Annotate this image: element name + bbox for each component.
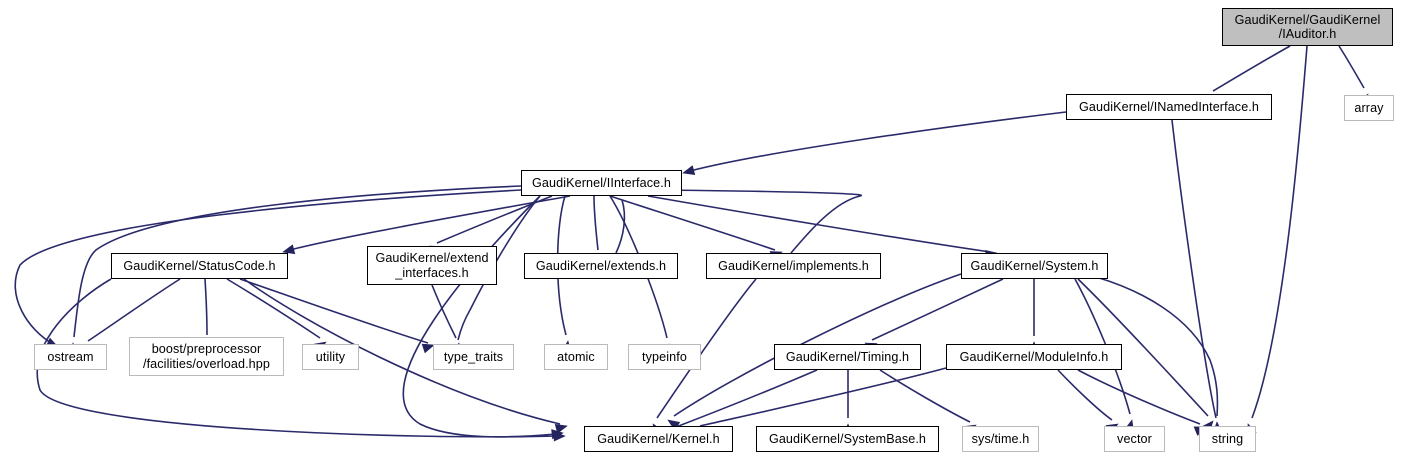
graph-node-iauditor[interactable]: GaudiKernel/GaudiKernel /IAuditor.h <box>1222 8 1393 46</box>
graph-node-label: GaudiKernel/extend _interfaces.h <box>375 251 489 280</box>
graph-node-system[interactable]: GaudiKernel/System.h <box>961 253 1108 279</box>
graph-node-label: boost/preprocessor /facilities/overload.… <box>142 342 270 371</box>
graph-edge-system-to-timing <box>864 278 1004 353</box>
graph-node-label: type_traits <box>443 349 504 364</box>
graph-edge-inamedinterface-to-iinterface <box>682 111 1067 175</box>
graph-node-typeinfo[interactable]: typeinfo <box>628 344 701 370</box>
graph-node-systime[interactable]: sys/time.h <box>962 426 1039 452</box>
graph-node-label: array <box>1354 100 1384 115</box>
graph-node-systembase[interactable]: GaudiKernel/SystemBase.h <box>756 426 939 452</box>
graph-node-vector[interactable]: vector <box>1104 426 1165 452</box>
graph-node-atomic[interactable]: atomic <box>544 344 608 370</box>
graph-edge-iinterface-to-implements <box>609 195 783 261</box>
graph-edge-iinterface-to-kernel <box>402 195 564 440</box>
graph-node-label: ostream <box>47 349 94 364</box>
graph-edge-timing-to-systime <box>879 369 977 436</box>
graph-node-extendinterfaces[interactable]: GaudiKernel/extend _interfaces.h <box>367 246 497 285</box>
graph-node-iinterface[interactable]: GaudiKernel/IInterface.h <box>521 170 682 196</box>
edge-arrowhead <box>421 343 435 354</box>
edge-arrowhead <box>551 429 564 440</box>
graph-node-label: GaudiKernel/extends.h <box>535 258 667 273</box>
graph-edge-iinterface-to-system <box>647 195 998 260</box>
graph-edge-iinterface-to-statuscode <box>282 195 571 255</box>
graph-node-label: GaudiKernel/GaudiKernel /IAuditor.h <box>1234 12 1381 41</box>
graph-edge-statuscode-to-kernel <box>243 278 568 434</box>
graph-node-label: GaudiKernel/implements.h <box>718 258 869 273</box>
graph-node-implements[interactable]: GaudiKernel/implements.h <box>706 253 881 279</box>
graph-node-timing[interactable]: GaudiKernel/Timing.h <box>774 344 921 370</box>
edge-arrowhead <box>554 424 568 434</box>
graph-node-boostoverload[interactable]: boost/preprocessor /facilities/overload.… <box>129 337 284 376</box>
graph-node-label: string <box>1211 431 1244 446</box>
graph-node-type_traits[interactable]: type_traits <box>433 344 514 370</box>
graph-node-label: sys/time.h <box>971 431 1030 446</box>
graph-node-inamedinterface[interactable]: GaudiKernel/INamedInterface.h <box>1066 94 1272 120</box>
edge-arrowhead <box>682 165 696 175</box>
graph-node-string[interactable]: string <box>1199 426 1256 452</box>
graph-node-label: GaudiKernel/Kernel.h <box>597 431 720 446</box>
graph-node-label: GaudiKernel/INamedInterface.h <box>1078 99 1259 114</box>
graph-node-kernel[interactable]: GaudiKernel/Kernel.h <box>584 426 733 452</box>
graph-node-label: GaudiKernel/StatusCode.h <box>123 258 276 273</box>
graph-node-label: atomic <box>557 349 595 364</box>
graph-node-statuscode[interactable]: GaudiKernel/StatusCode.h <box>111 253 288 279</box>
graph-node-label: GaudiKernel/System.h <box>970 258 1099 273</box>
graph-node-extends[interactable]: GaudiKernel/extends.h <box>524 253 678 279</box>
graph-node-label: vector <box>1117 431 1152 446</box>
graph-edge-moduleinfo-to-vector <box>1057 369 1119 435</box>
graph-node-label: GaudiKernel/ModuleInfo.h <box>959 349 1109 364</box>
graph-node-label: GaudiKernel/Timing.h <box>785 349 910 364</box>
graph-node-label: utility <box>315 349 346 364</box>
graph-node-array[interactable]: array <box>1344 95 1394 121</box>
graph-node-label: GaudiKernel/IInterface.h <box>532 175 671 190</box>
graph-edge-system-to-moduleinfo <box>1028 279 1040 354</box>
graph-edge-statuscode-to-type_traits <box>239 278 435 354</box>
graph-node-label: GaudiKernel/SystemBase.h <box>768 431 927 446</box>
edge-arrowhead <box>282 244 296 255</box>
graph-node-utility[interactable]: utility <box>302 344 359 370</box>
graph-node-label: typeinfo <box>642 349 687 364</box>
graph-node-ostream[interactable]: ostream <box>34 344 107 370</box>
graph-node-moduleinfo[interactable]: GaudiKernel/ModuleInfo.h <box>946 344 1122 370</box>
